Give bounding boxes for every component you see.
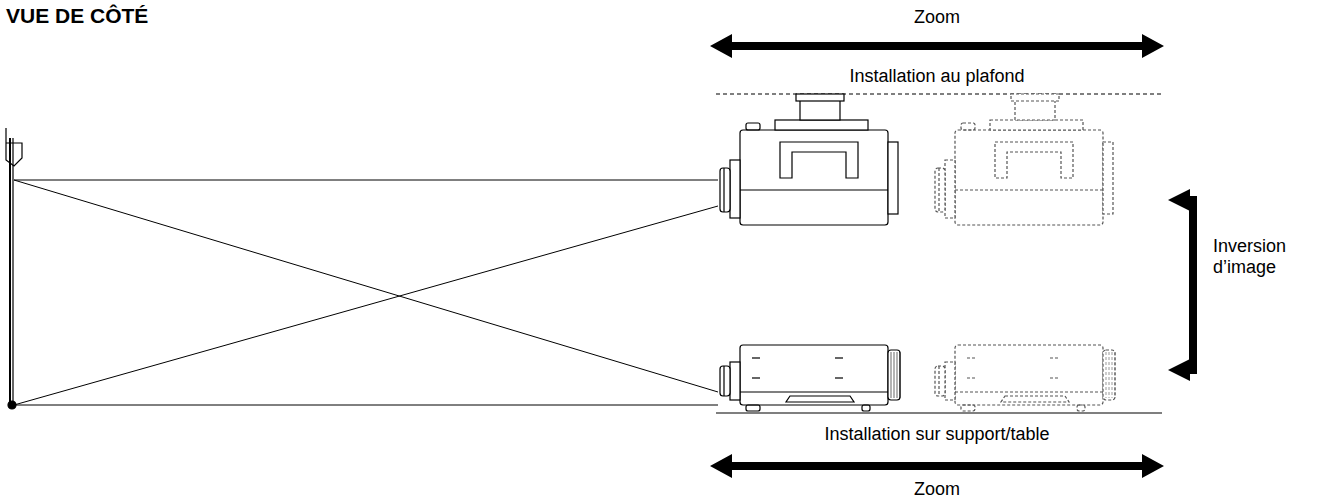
- projection-line: [14, 180, 718, 181]
- floor-line: [716, 412, 1162, 413]
- zoom-label: Zoom: [914, 479, 960, 500]
- screen: [9, 138, 11, 405]
- table-projector-zoomed: [935, 345, 1115, 411]
- ceiling-projector: [720, 94, 898, 225]
- screen: [12, 138, 13, 405]
- projection-line: [14, 180, 718, 392]
- inversion-arrowhead: [1168, 359, 1190, 381]
- table-projector: [720, 345, 900, 411]
- projection-line: [14, 206, 718, 405]
- inversion-label: Inversion d’image: [1213, 236, 1325, 277]
- mount-label: Installation sur support/table: [824, 424, 1049, 445]
- mount-label: Installation au plafond: [849, 66, 1024, 87]
- inversion-arrowhead: [1168, 189, 1190, 211]
- inversion-bracket: [1188, 200, 1193, 370]
- view-title: VUE DE CÔTÉ: [6, 4, 148, 28]
- zoom-arrow: [710, 34, 1164, 58]
- screen-bracket: [6, 128, 22, 166]
- zoom-arrow: [710, 454, 1164, 478]
- ceiling-projector-zoomed: [935, 94, 1113, 225]
- projection-line: [14, 405, 718, 406]
- ceiling-line: [716, 93, 1162, 94]
- zoom-label: Zoom: [914, 7, 960, 28]
